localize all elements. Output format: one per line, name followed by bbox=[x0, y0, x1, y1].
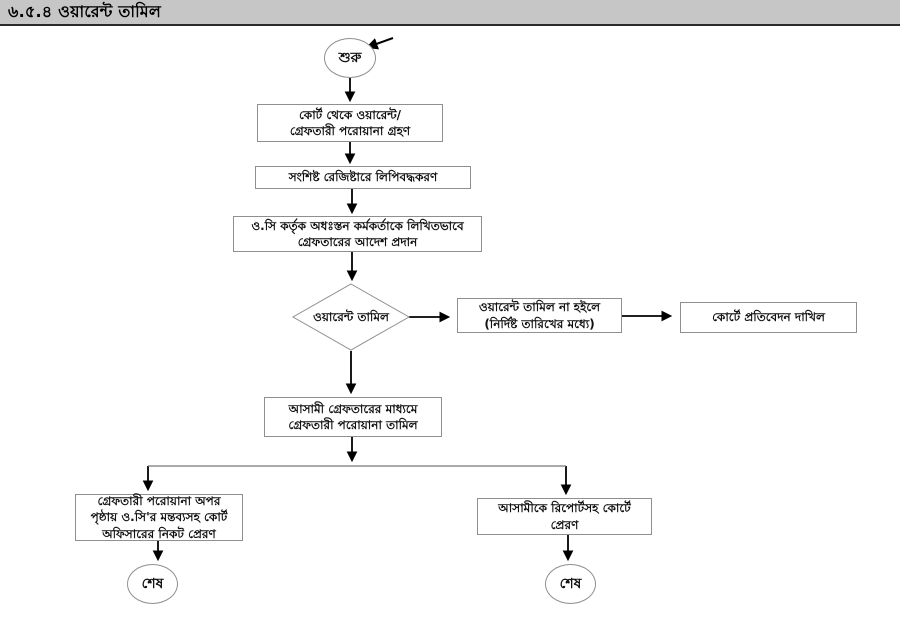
section-title: ৬.৫.৪ ওয়ারেন্ট তামিল bbox=[8, 1, 161, 21]
end-terminal-right: শেষ bbox=[545, 564, 596, 604]
decision-diamond-shape bbox=[291, 283, 411, 351]
node-receive-line1: কোর্ট থেকে ওয়ারেন্ট/ bbox=[298, 107, 402, 122]
node-decision-label: ওয়ারেন্ট তামিল bbox=[313, 309, 389, 324]
node-warrant-not-executed: ওয়ারেন্ট তামিল না হইলে (নির্দিষ্ট তারিখ… bbox=[457, 298, 622, 333]
node-arrest-executed: আসামী গ্রেফতারের মাধ্যমে গ্রেফতারী পরোয়… bbox=[264, 397, 442, 437]
node-register-line1: সংশিষ্ট রেজিষ্টারে লিপিবদ্ধকরণ bbox=[288, 170, 438, 185]
node-order-line2: গ্রেফতারের আদেশ প্রদান bbox=[297, 235, 418, 249]
end-terminal-left: শেষ bbox=[127, 564, 178, 604]
end-left-label: শেষ bbox=[141, 575, 164, 592]
node-receive-warrant: কোর্ট থেকে ওয়ারেন্ট/ গ্রেফতারী পরোয়ানা… bbox=[257, 104, 443, 142]
node-sendaccused-line2: প্রেরণ bbox=[550, 517, 579, 532]
node-receive-line2: গ্রেফতারী পরোয়ানা গ্রহণ bbox=[289, 124, 411, 138]
node-notexecuted-line2: (নির্দিষ্ট তারিখের মধ্যে) bbox=[484, 316, 595, 331]
mouse-cursor-icon bbox=[365, 37, 394, 50]
node-notexecuted-line1: ওয়ারেন্ট তামিল না হইলে bbox=[478, 300, 601, 315]
node-sendwarrant-line1: গ্রেফতারী পরোয়ানা অপর bbox=[97, 494, 221, 509]
node-decision-warrant-executed: ওয়ারেন্ট তামিল bbox=[296, 306, 406, 328]
end-right-label: শেষ bbox=[559, 575, 582, 592]
node-order-line1: ও.সি কর্তৃক অধঃস্তন কর্মকর্তাকে লিখিতভাব… bbox=[251, 218, 464, 233]
node-arrest-order: ও.সি কর্তৃক অধঃস্তন কর্মকর্তাকে লিখিতভাব… bbox=[233, 216, 482, 252]
start-label: শুরু bbox=[338, 49, 362, 66]
node-send-warrant-back: গ্রেফতারী পরোয়ানা অপর পৃষ্ঠায় ও.সি'র ম… bbox=[75, 494, 243, 541]
node-courtreport-line1: কোর্টে প্রতিবেদন দাখিল bbox=[712, 310, 825, 325]
flowchart-canvas: শুরু কোর্ট থেকে ওয়ারেন্ট/ গ্রেফতারী পরো… bbox=[0, 28, 900, 642]
node-sendwarrant-line2: পৃষ্ঠায় ও.সি'র মন্তব্যসহ কোর্ট bbox=[90, 510, 228, 525]
node-sendwarrant-line3: অফিসারের নিকট প্রেরণ bbox=[102, 526, 216, 541]
node-sendaccused-line1: আসামীকে রিপোর্টসহ কোর্টে bbox=[498, 501, 631, 516]
node-court-report: কোর্টে প্রতিবেদন দাখিল bbox=[680, 302, 857, 333]
node-arrest-line2: গ্রেফতারী পরোয়ানা তামিল bbox=[288, 418, 418, 432]
section-header: ৬.৫.৪ ওয়ারেন্ট তামিল bbox=[0, 0, 900, 26]
node-send-accused: আসামীকে রিপোর্টসহ কোর্টে প্রেরণ bbox=[477, 498, 652, 535]
node-register-entry: সংশিষ্ট রেজিষ্টারে লিপিবদ্ধকরণ bbox=[255, 166, 471, 189]
flowchart-connectors bbox=[142, 37, 673, 562]
start-terminal: শুরু bbox=[324, 38, 376, 78]
node-arrest-line1: আসামী গ্রেফতারের মাধ্যমে bbox=[288, 401, 418, 416]
